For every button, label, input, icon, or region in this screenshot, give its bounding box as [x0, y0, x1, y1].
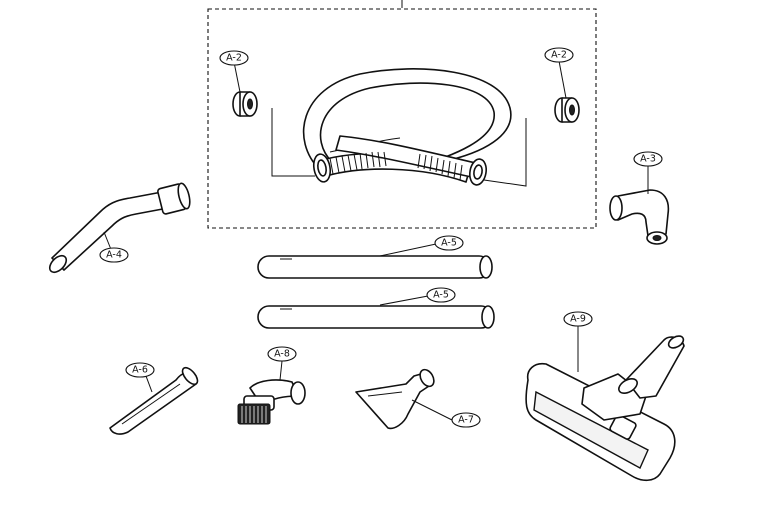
elbow-adapter-icon [609, 189, 670, 245]
leader-pipe-lower [379, 295, 429, 306]
svg-text:A-2: A-2 [551, 50, 567, 61]
leader-brush [279, 360, 283, 381]
svg-text:A-3: A-3 [640, 154, 656, 165]
svg-text:A-5: A-5 [433, 290, 449, 301]
leader-crevice [145, 375, 153, 393]
pipe-icon [257, 255, 493, 279]
callout-a5-upper: A-5 [434, 235, 464, 251]
brush-icon [237, 379, 306, 425]
leader-ring-left [233, 61, 241, 93]
svg-text:A-4: A-4 [106, 250, 122, 261]
floor-nozzle-icon [525, 335, 685, 482]
svg-text:A-2: A-2 [226, 53, 242, 64]
svg-text:A-8: A-8 [274, 349, 290, 360]
callout-a8: A-8 [267, 346, 297, 362]
callout-a6: A-6 [125, 362, 155, 378]
callout-a4: A-4 [99, 247, 129, 263]
hose-ring-right [554, 97, 580, 123]
svg-text:A-6: A-6 [132, 365, 148, 376]
callout-a2-right: A-2 [544, 47, 574, 63]
callout-a5-lower: A-5 [426, 287, 456, 303]
callout-a2-left: A-2 [219, 50, 249, 66]
bent-wand-icon [48, 182, 191, 274]
callout-a3: A-3 [633, 151, 663, 167]
svg-text:A-9: A-9 [570, 314, 586, 325]
svg-text:A-7: A-7 [458, 415, 474, 426]
leader-hose-right [483, 118, 527, 187]
leader-ring-right [558, 60, 567, 99]
hose-icon [302, 68, 512, 186]
callout-a9: A-9 [563, 311, 593, 327]
leader-pipe-upper [379, 243, 437, 257]
svg-text:A-5: A-5 [441, 238, 457, 249]
hose-assembly-box [207, 8, 597, 229]
hose-ring-left [232, 91, 258, 117]
pipe-icon-lower [257, 305, 495, 329]
upholstery-nozzle-icon [355, 368, 435, 430]
crevice-tool-icon [109, 366, 199, 435]
leader-upholstery [411, 399, 453, 421]
leader-hose-left [271, 108, 315, 177]
callout-a7: A-7 [451, 412, 481, 428]
